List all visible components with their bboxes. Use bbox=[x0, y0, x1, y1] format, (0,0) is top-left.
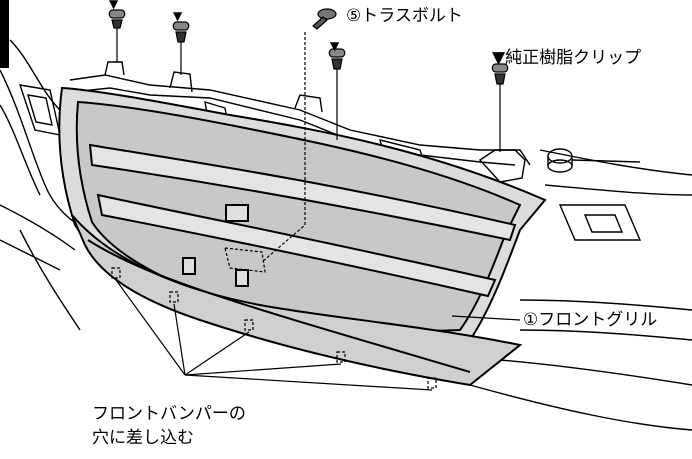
bumper-hole-label-line1: フロントバンパーの bbox=[92, 404, 246, 424]
clip-marker-3: ▼ bbox=[330, 39, 340, 53]
bumper-leader-lines bbox=[115, 279, 433, 391]
clip-center bbox=[328, 48, 346, 140]
truss-bolt-icon bbox=[312, 8, 337, 30]
clip-marker-1: ▼ bbox=[109, 0, 119, 11]
bumper-hole-label-line2: 穴に差し込む bbox=[92, 428, 194, 448]
clip-left-1 bbox=[108, 9, 126, 62]
front-grille-label: ①フロントグリル bbox=[523, 310, 658, 330]
resin-clip-label: ▼純正樹脂クリップ bbox=[492, 48, 642, 68]
clip-marker-2: ▼ bbox=[173, 9, 183, 23]
clip-left-2 bbox=[172, 21, 190, 75]
corner-bar bbox=[0, 0, 9, 68]
bottom-tabs bbox=[111, 32, 437, 389]
clip-right bbox=[491, 63, 509, 152]
truss-bolt-label: ⑤トラスボルト bbox=[346, 6, 463, 26]
front-grille bbox=[58, 86, 547, 387]
clip-markers: ▼ ▼ ▼ bbox=[109, 0, 340, 53]
grille-leader-line bbox=[451, 315, 521, 321]
